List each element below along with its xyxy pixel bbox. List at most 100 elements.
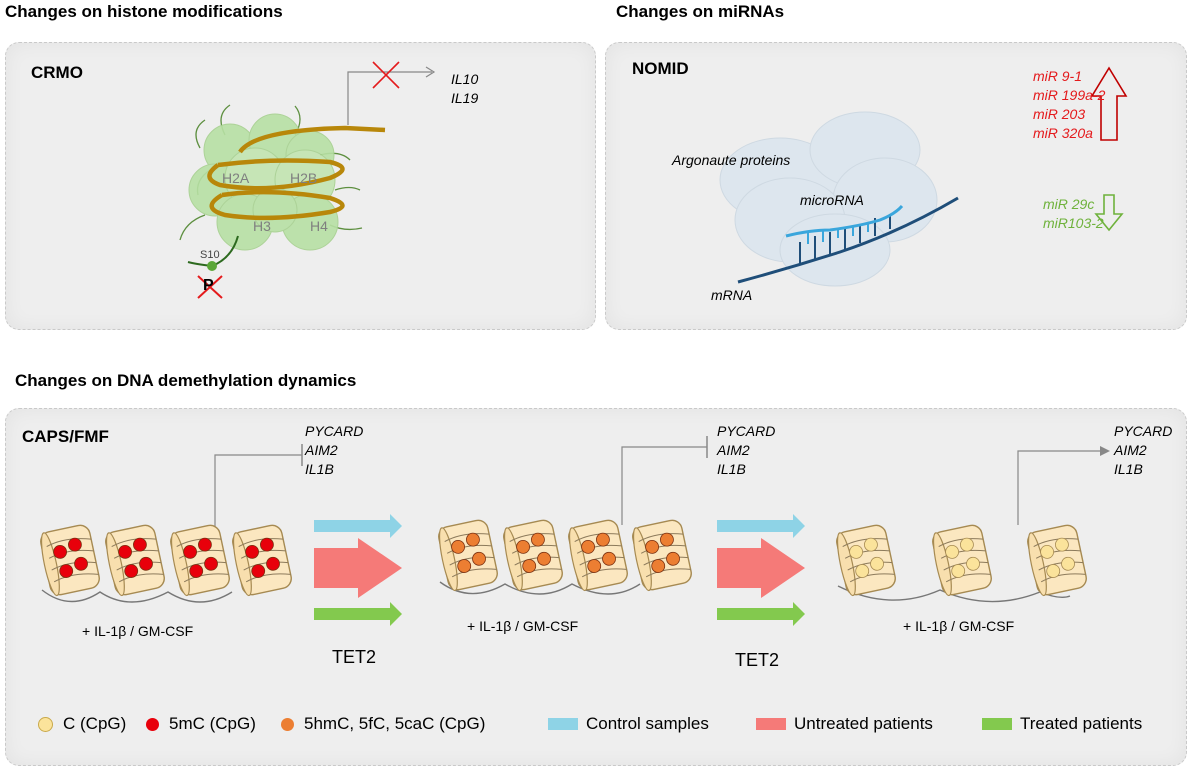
cpg-dot xyxy=(581,539,595,554)
legend-treated: Treated patients xyxy=(982,714,1142,734)
cpg-dot xyxy=(1040,544,1054,559)
legend-5mc: 5mC (CpG) xyxy=(146,714,256,734)
cpg-dot xyxy=(198,537,212,552)
cpg-dot xyxy=(266,556,280,571)
histone-h3-label: H3 xyxy=(253,218,271,234)
stimulus-label-1: + IL-1β / GM-CSF xyxy=(82,623,194,639)
legend-treated-swatch xyxy=(982,718,1012,730)
mir-up-3: miR 203 xyxy=(1033,106,1086,122)
cpg-dot xyxy=(183,544,197,559)
legend-control-label: Control samples xyxy=(586,714,709,733)
cpg-dot xyxy=(251,564,266,578)
legend-control: Control samples xyxy=(548,714,709,734)
cpg-dot xyxy=(870,556,884,571)
gene-il10: IL10 xyxy=(451,71,479,87)
histone-h2b-label: H2B xyxy=(290,170,318,186)
gene-pycard-1: PYCARD xyxy=(305,423,364,439)
cpg-dot xyxy=(945,544,959,559)
legend-c-swatch xyxy=(38,716,53,732)
microrna-label: microRNA xyxy=(800,192,864,208)
nucleosome-5hmc-3 xyxy=(568,519,628,592)
legend-5hmc: 5hmC, 5fC, 5caC (CpG) xyxy=(281,714,485,734)
legend-untreated-swatch xyxy=(756,718,786,730)
cpg-dot xyxy=(645,539,659,554)
phospho-label: P xyxy=(203,277,214,294)
stimulus-label-2: + IL-1β / GM-CSF xyxy=(467,618,579,634)
nucleosome-5mc-4 xyxy=(232,524,292,597)
histone-h4-label: H4 xyxy=(310,218,328,234)
cpg-dot xyxy=(960,537,974,552)
cpg-dot xyxy=(466,532,480,547)
cpg-dot xyxy=(531,532,545,547)
cpg-dot xyxy=(133,537,147,552)
cpg-dot xyxy=(666,551,680,566)
gene-aim2-1: AIM2 xyxy=(305,442,338,458)
cpg-dot xyxy=(864,537,878,552)
cpg-dot xyxy=(451,539,465,554)
mrna-label: mRNA xyxy=(711,287,753,303)
cpg-dot xyxy=(516,539,530,554)
cpg-dot xyxy=(74,556,88,571)
nomid-title: NOMID xyxy=(632,59,689,78)
legend-untreated: Untreated patients xyxy=(756,714,933,734)
argonaute-label: Argonaute proteins xyxy=(672,152,791,168)
mir-down-1: miR 29c xyxy=(1043,196,1095,212)
histone-heading: Changes on histone modifications xyxy=(5,2,283,21)
mirna-heading: Changes on miRNAs xyxy=(616,2,785,21)
mir-up-1: miR 9-1 xyxy=(1033,68,1083,84)
cpg-dot xyxy=(855,564,870,578)
cpg-dot xyxy=(587,559,602,573)
cpg-dot xyxy=(53,544,67,559)
cpg-dot xyxy=(189,564,204,578)
tet2-label-1: TET2 xyxy=(332,647,377,667)
legend-c: C (CpG) xyxy=(38,714,126,734)
cpg-dot xyxy=(660,532,674,547)
legend-c-label: C (CpG) xyxy=(63,714,127,733)
cpg-dot xyxy=(1055,537,1069,552)
nucleosome-5mc-1 xyxy=(40,524,100,597)
nucleosome-5mc-3 xyxy=(170,524,230,597)
gene-il1b-1: IL1B xyxy=(305,461,334,477)
cpg-dot xyxy=(849,544,863,559)
nucleosome-c-2 xyxy=(932,524,992,597)
cpg-dot xyxy=(472,551,486,566)
cpg-dot xyxy=(602,551,616,566)
cpg-dot xyxy=(966,556,980,571)
cpg-dot xyxy=(457,559,472,573)
cpg-dot xyxy=(124,564,139,578)
nucleosome-5hmc-4 xyxy=(632,519,692,592)
stimulus-label-3: + IL-1β / GM-CSF xyxy=(903,618,1015,634)
nucleosome-5hmc-2 xyxy=(503,519,563,592)
mir-up-4: miR 320a xyxy=(1033,125,1093,141)
gene-aim2-2: AIM2 xyxy=(717,442,750,458)
mir-down-2: miR103-2 xyxy=(1043,215,1104,231)
gene-aim2-3: AIM2 xyxy=(1114,442,1147,458)
cpg-dot xyxy=(139,556,153,571)
gene-il19: IL19 xyxy=(451,90,479,106)
cpg-dot xyxy=(1061,556,1075,571)
tet2-label-2: TET2 xyxy=(735,650,780,670)
legend-control-swatch xyxy=(548,718,578,730)
cpg-dot xyxy=(596,532,610,547)
cpg-dot xyxy=(537,551,551,566)
gene-il1b-2: IL1B xyxy=(717,461,746,477)
cpg-dot xyxy=(204,556,218,571)
legend-5mc-swatch xyxy=(146,717,159,731)
legend-untreated-label: Untreated patients xyxy=(794,714,933,733)
mir-up-2: miR 199a-2 xyxy=(1033,87,1106,103)
cpg-dot xyxy=(245,544,259,559)
legend-5hmc-label: 5hmC, 5fC, 5caC (CpG) xyxy=(304,714,486,733)
nucleosome-c-3 xyxy=(1027,524,1087,597)
cpg-dot xyxy=(951,564,966,578)
cpg-dot xyxy=(651,559,666,573)
crmo-title: CRMO xyxy=(31,63,83,82)
dna-heading: Changes on DNA demethylation dynamics xyxy=(15,371,357,390)
nucleosome-c-1 xyxy=(836,524,896,597)
nucleosome-5hmc-1 xyxy=(438,519,498,592)
caps-fmf-title: CAPS/FMF xyxy=(22,427,109,446)
histone-h2a-label: H2A xyxy=(222,170,250,186)
cpg-dot xyxy=(522,559,537,573)
